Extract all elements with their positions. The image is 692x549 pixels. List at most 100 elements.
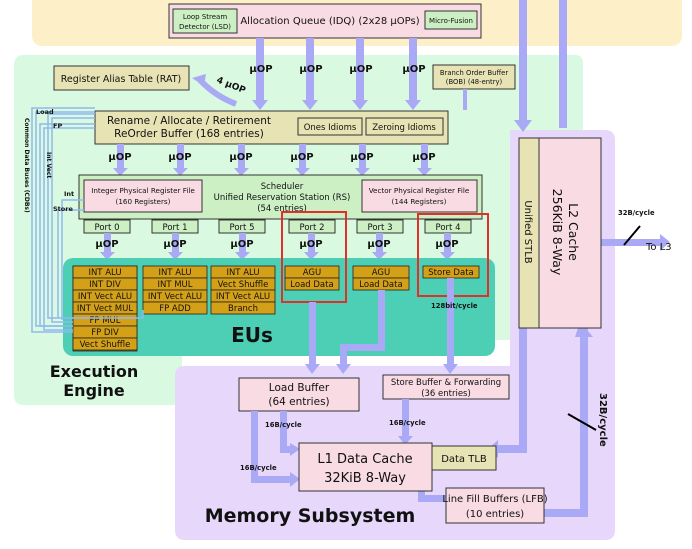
port-uop-4: µOP [299, 239, 322, 250]
l3-bw-tick [623, 225, 641, 246]
bw-16c: 16B/cycle [389, 419, 426, 427]
port-uop-2: µOP [163, 239, 186, 250]
rob-uop-5: µOP [350, 152, 373, 163]
bob-line1: Branch Order Buffer [440, 69, 508, 77]
lsd-line1: Loop Stream [183, 13, 228, 21]
to-l3-label: To L3 [645, 242, 672, 253]
bw-16b: 16B/cycle [240, 464, 277, 472]
store-buffer-line2: (36 entries) [421, 389, 471, 399]
lfb-line2: (10 entries) [466, 509, 524, 520]
port-5-label: Port 5 [230, 223, 255, 233]
rs-line3: (54 entries) [257, 204, 307, 214]
int-prf-box [83, 179, 203, 213]
int-prf-line1: Integer Physical Register File [91, 186, 195, 195]
eu-p0-2: INT DIV [89, 280, 121, 290]
rob-uop-4: µOP [290, 152, 313, 163]
port-uop-5: µOP [367, 239, 390, 250]
execution-engine-line2: Engine [63, 381, 125, 400]
cdb-load: Load [36, 108, 54, 116]
vec-prf-line2: (144 Registers) [392, 197, 447, 206]
eu-p2-1: AGU [303, 268, 321, 278]
eu-port2 [284, 265, 340, 291]
bw-16a: 16B/cycle [265, 421, 302, 429]
rob-uop-6: µOP [412, 152, 435, 163]
ports [83, 219, 472, 234]
eu-p0-6: FP DIV [91, 328, 119, 338]
port-uop-6: µOP [435, 239, 458, 250]
eu-p3-2: Load Data [359, 280, 402, 290]
store-buffer-box [382, 374, 510, 400]
dtlb-box [431, 445, 497, 471]
eu-p2-2: Load Data [290, 280, 333, 290]
lsd-line2: Detector (LSD) [179, 23, 231, 31]
eu-p5-1: INT ALU [226, 268, 259, 278]
rat-box [53, 65, 190, 91]
lfb-box [445, 487, 545, 524]
eu-p0-1: INT ALU [88, 268, 121, 278]
eu-p1-1: INT ALU [158, 268, 191, 278]
rob-line2: ReOrder Buffer (168 entries) [114, 128, 264, 140]
l2-line2: 256KiB 8-Way [550, 189, 565, 276]
zeroing-idioms-label: Zeroing Idioms [372, 123, 436, 133]
idq-uop-4: µOP [402, 64, 425, 75]
eu-p0-4: INT Vect MUL [77, 304, 133, 314]
ones-idioms-label: Ones Idioms [304, 123, 357, 133]
bob-box [432, 64, 516, 90]
idq-uop-3: µOP [349, 64, 372, 75]
eu-p4-1: Store Data [428, 268, 473, 278]
memory-subsystem-title: Memory Subsystem [205, 505, 416, 527]
l2-cache-box [538, 137, 602, 329]
eu-p0-7: Vect Shuffle [80, 340, 131, 350]
rob-uop-1: µOP [108, 152, 131, 163]
l2-to-l3-bw: 32B/cycle [618, 209, 655, 217]
vec-prf-line1: Vector Physical Register File [369, 186, 470, 195]
eu-port0 [72, 265, 138, 352]
rob-arrows [113, 144, 432, 176]
load-buffer-line2: (64 entries) [268, 396, 329, 408]
l1-line2: 32KiB 8-Way [324, 471, 406, 486]
port-4-label: Port 4 [436, 223, 461, 233]
idq-uop-1: µOP [249, 64, 272, 75]
cdb-fp: FP [53, 122, 62, 130]
cdb-store: Store [53, 205, 73, 213]
rs-line1: Scheduler [261, 182, 304, 192]
rob-line1: Rename / Allocate / Retirement [107, 115, 271, 127]
ones-idioms-box [297, 117, 363, 136]
eu-p5-4: Branch [228, 304, 258, 314]
port-arrows [100, 233, 455, 260]
rs-line2: Unified Reservation Station (RS) [214, 193, 351, 203]
stlb-label: Unified STLB [522, 200, 533, 263]
bob-line2: (BOB) (48-entry) [446, 78, 503, 86]
cdb-lines-2 [31, 107, 95, 333]
port-0-label: Port 0 [95, 223, 120, 233]
idq-uop-2: µOP [299, 64, 322, 75]
idq-title: Allocation Queue (IDQ) (2x28 µOPs) [240, 16, 419, 27]
cdb-int-vect: Int Vect [45, 152, 52, 178]
lfb-line1: Line Fill Buffers (LFB) [442, 494, 547, 505]
eu-p0-5: FP MUL [89, 316, 120, 326]
vec-prf-box [361, 179, 478, 213]
dtlb-label: Data TLB [441, 454, 487, 465]
port-1-label: Port 1 [163, 223, 188, 233]
port-uop-1: µOP [95, 239, 118, 250]
execution-engine-line1: Execution [50, 362, 139, 381]
eu-p0-3: INT Vect ALU [78, 292, 132, 302]
lsd-box [172, 8, 238, 34]
micro-fusion-label: Micro-Fusion [429, 17, 473, 25]
eu-port5 [210, 265, 276, 315]
eus-label: EUs [231, 323, 273, 347]
eu-p1-3: INT Vect ALU [148, 292, 202, 302]
port-uop-3: µOP [230, 239, 253, 250]
port-2-label: Port 2 [300, 223, 325, 233]
int-prf-line2: (160 Registers) [116, 197, 171, 206]
port-3-label: Port 3 [368, 223, 393, 233]
eu-p5-3: INT Vect ALU [216, 292, 270, 302]
store-buffer-line1: Store Buffer & Forwarding [391, 378, 501, 388]
idq-arrows [252, 38, 421, 110]
rat-label: Register Alias Table (RAT) [61, 74, 181, 85]
micro-fusion-box [424, 10, 478, 30]
zeroing-idioms-box [365, 117, 444, 136]
eu-port3 [352, 265, 410, 291]
bw-128: 128bit/cycle [431, 302, 478, 310]
